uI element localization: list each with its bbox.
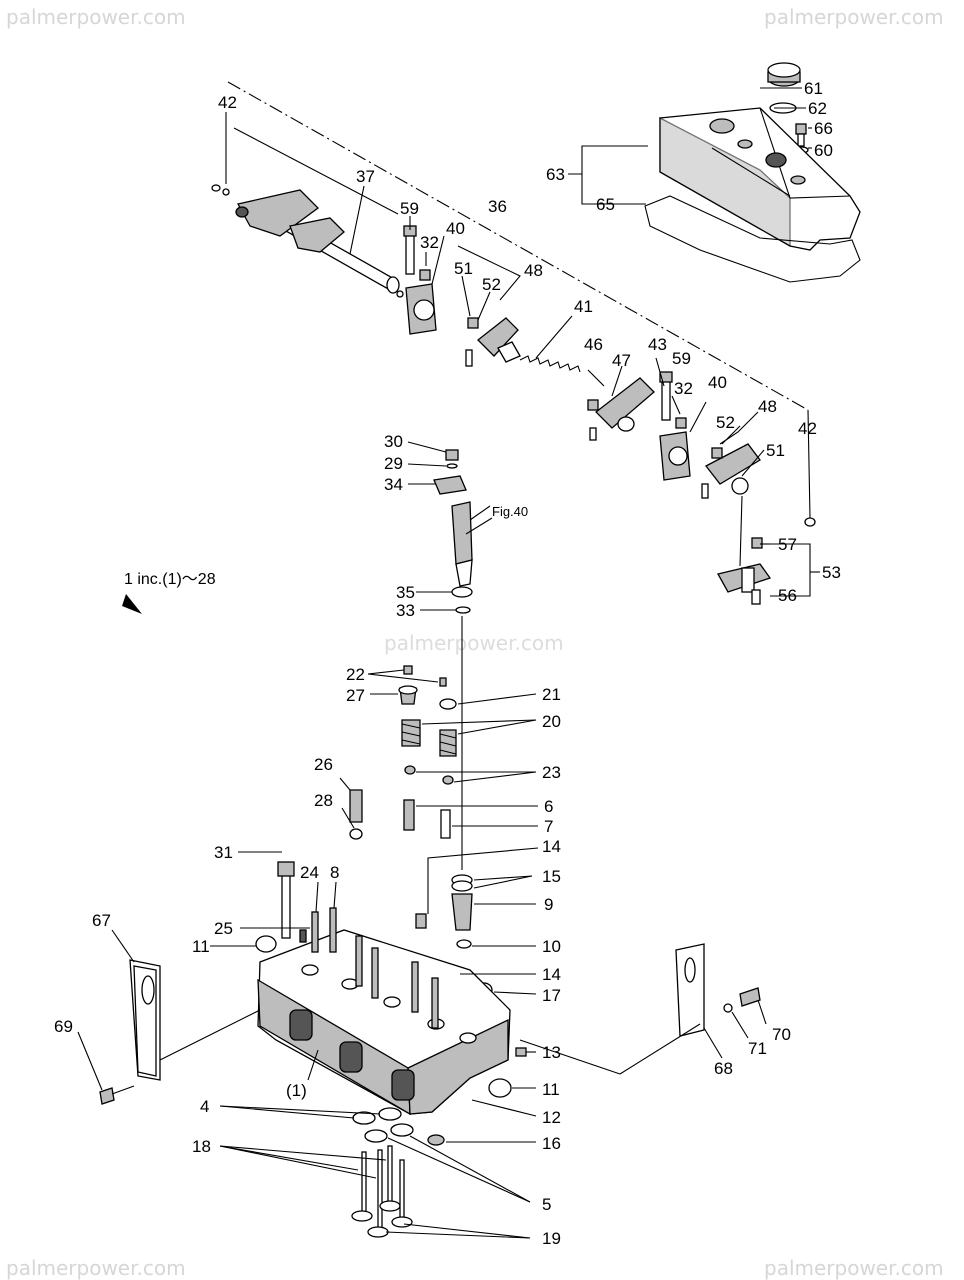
cylinder-head [257,907,511,1238]
callout-59: 59 [672,349,691,368]
callout-32: 32 [674,379,693,398]
callout-60: 60 [814,141,833,160]
callout-10: 10 [542,937,561,956]
watermark-top-left: palmerpower.com [6,5,186,29]
callout-52: 52 [716,413,735,432]
callout-51: 51 [454,259,473,278]
callout-59: 59 [400,199,419,218]
callout-labels: 61 62 66 60 63 65 42 37 36 59 32 40 51 5… [54,79,841,1248]
callout-65: 65 [596,195,615,214]
hanger-brackets [99,943,761,1105]
callout-30: 30 [384,432,403,451]
watermark-bottom-right: palmerpower.com [764,1256,944,1280]
callout-28: 28 [314,791,333,810]
callout-20: 20 [542,712,561,731]
callout-56: 56 [778,586,797,605]
rocker-cover-group [644,62,861,283]
callout-32: 32 [420,233,439,252]
callout-66: 66 [814,119,833,138]
callout-23: 23 [542,763,561,782]
callout-14: 14 [542,837,561,856]
callout-43: 43 [648,335,667,354]
callout-40: 40 [446,219,465,238]
callout-63: 63 [546,165,565,184]
callout-6: 6 [544,797,553,816]
callout-24: 24 [300,863,319,882]
injector-group [433,449,491,870]
callout-8: 8 [330,863,339,882]
callout-40: 40 [708,373,727,392]
callout-47: 47 [612,351,631,370]
callout-48: 48 [524,261,543,280]
callout-68: 68 [714,1059,733,1078]
watermark-bottom-left: palmerpower.com [6,1256,186,1280]
callout-36: 36 [488,197,507,216]
callout-42: 42 [798,419,817,438]
callout-69: 69 [54,1017,73,1036]
callout-41: 41 [574,297,593,316]
callout-19: 19 [542,1229,561,1248]
callout-48: 48 [758,397,777,416]
callout-46: 46 [584,335,603,354]
callout-12: 12 [542,1108,561,1127]
callout-15: 15 [542,867,561,886]
figure-reference: Fig.40 [492,504,528,519]
callout-9: 9 [544,895,553,914]
callout-5: 5 [542,1195,551,1214]
valve-train-group [255,665,527,1098]
callout-29: 29 [384,454,403,473]
assembly-note: 1 inc.(1)～28 [124,571,216,588]
callout-16: 16 [542,1134,561,1153]
callout-27: 27 [346,686,365,705]
callout-61: 61 [804,79,823,98]
callout-14: 14 [542,965,561,984]
rocker-arm-group [211,81,816,605]
callout-11: 11 [542,1080,560,1099]
callout-71: 71 [748,1039,767,1058]
callout-25: 25 [214,919,233,938]
callout-51: 51 [766,441,785,460]
callout-34: 34 [384,475,403,494]
callout-67: 67 [92,911,111,930]
leader-lines [77,87,820,1239]
callout-17: 17 [542,986,561,1005]
callout-11: 11 [192,937,210,956]
callout-4: 4 [200,1097,209,1116]
callout-18: 18 [192,1137,211,1156]
callout-62: 62 [808,99,827,118]
callout-53: 53 [822,563,841,582]
callout-52: 52 [482,275,501,294]
callout-31: 31 [214,843,233,862]
callout-42: 42 [218,93,237,112]
callout-33: 33 [396,601,415,620]
callout-57: 57 [778,535,797,554]
watermark-center: palmerpower.com [384,631,564,655]
callout-26: 26 [314,755,333,774]
callout-13: 13 [542,1043,561,1062]
callout-35: 35 [396,583,415,602]
callout-21: 21 [542,685,561,704]
callout-1: (1) [286,1081,307,1100]
callout-37: 37 [356,167,375,186]
direction-arrow-icon [122,594,142,614]
callout-70: 70 [772,1025,791,1044]
callout-22: 22 [346,665,365,684]
callout-7: 7 [544,817,553,836]
watermark-top-right: palmerpower.com [764,5,944,29]
